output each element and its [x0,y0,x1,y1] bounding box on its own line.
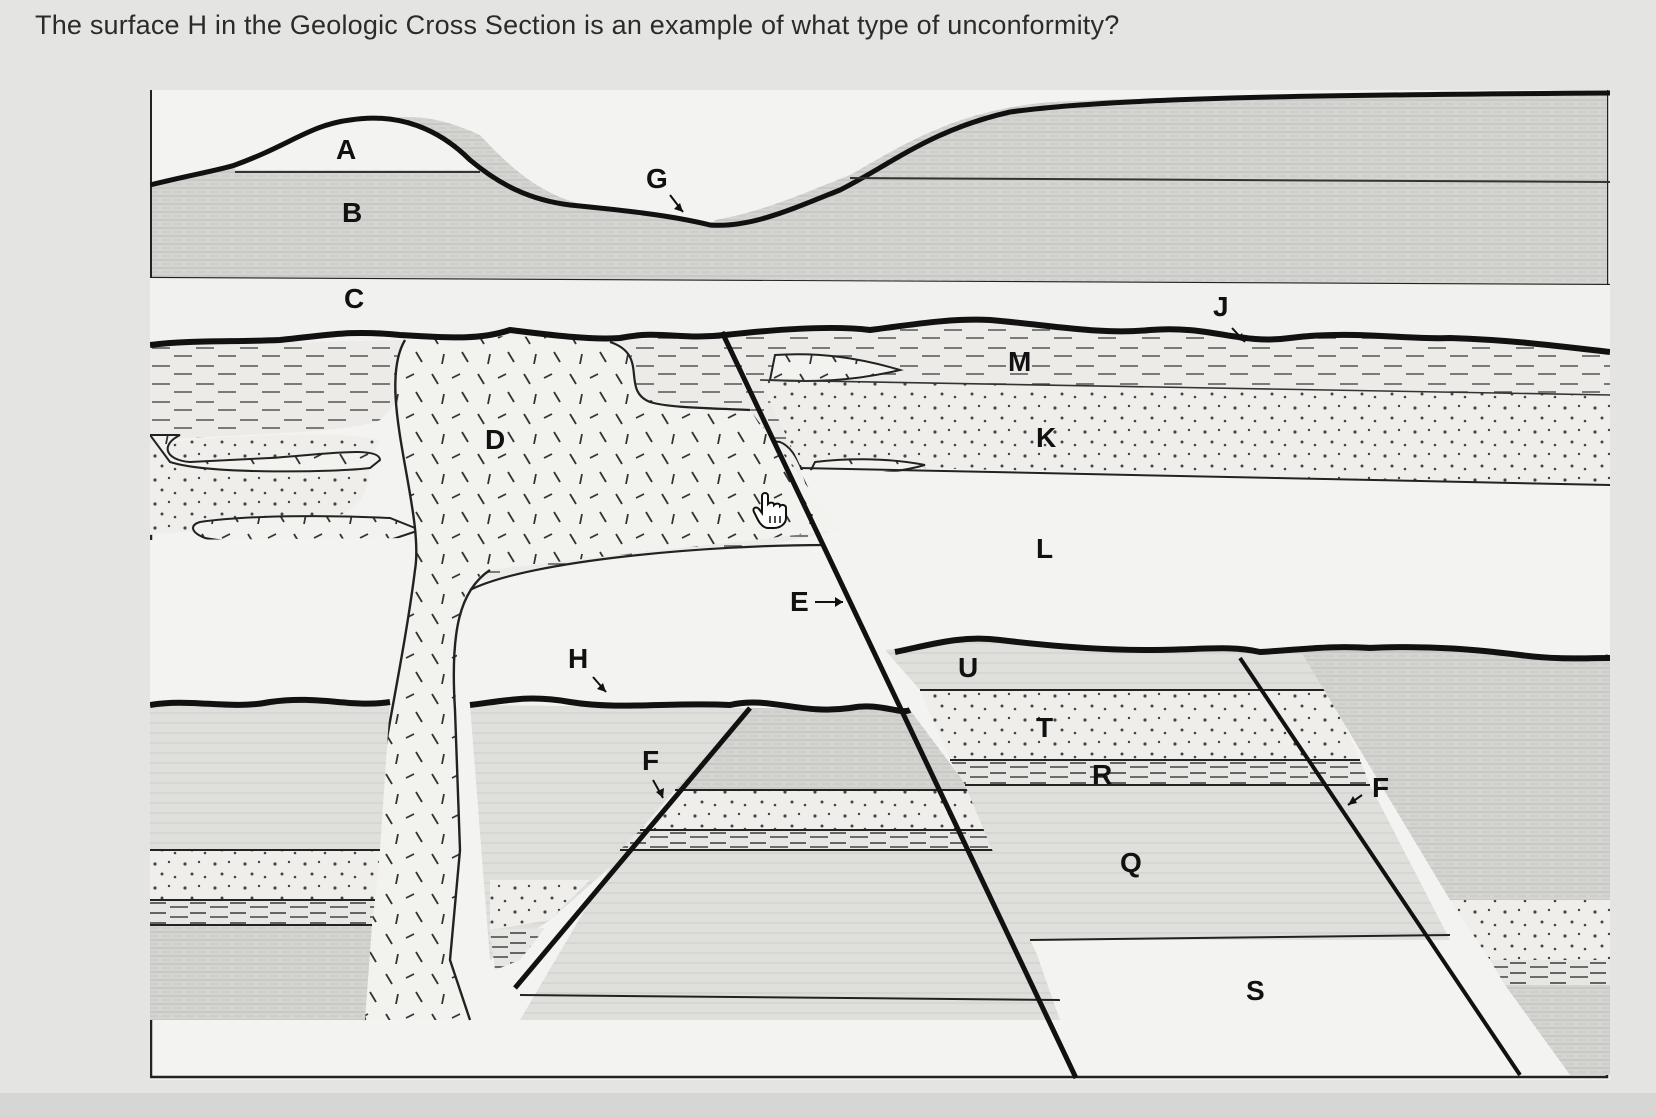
geologic-cross-section: A B C D E F F G H J K L M Q R S T U [150,90,1610,1080]
label-E: E [790,586,809,617]
label-T: T [1036,712,1053,743]
cross-section-svg: A B C D E F F G H J K L M Q R S T U [150,90,1610,1080]
label-B: B [342,197,362,228]
label-M: M [1008,346,1031,377]
question-text: The surface H in the Geologic Cross Sect… [35,10,1120,40]
middle-blank-layer [470,545,825,702]
layer-R [950,760,1370,785]
label-C: C [344,283,364,314]
label-F-right: F [1372,772,1389,803]
left-blank-layer [150,538,427,705]
layer-B [152,94,1607,285]
fault-F-right [1238,656,1522,1077]
label-K: K [1036,422,1056,453]
fault-F-left [513,706,752,990]
label-G: G [646,163,668,194]
layer-A [235,117,480,170]
layer-T [920,690,1360,760]
label-J: J [1213,291,1229,322]
label-A: A [336,134,356,165]
label-U: U [958,652,978,683]
label-S: S [1246,975,1265,1006]
layer-L [800,470,1610,655]
label-L: L [1036,533,1053,564]
intrusion-D [361,336,840,1020]
label-D: D [485,424,505,455]
sky [152,90,1607,224]
hand-cursor-icon [752,492,787,529]
label-R: R [1092,759,1112,790]
left-shale [150,340,427,447]
layer-Q [965,785,1450,940]
label-F-left: F [642,745,659,776]
label-H: H [568,643,588,674]
bottom-strip [0,1093,1656,1117]
label-Q: Q [1120,847,1142,878]
fault-E [719,330,1079,1080]
layer-K [760,380,1610,485]
surface-H [469,695,912,715]
